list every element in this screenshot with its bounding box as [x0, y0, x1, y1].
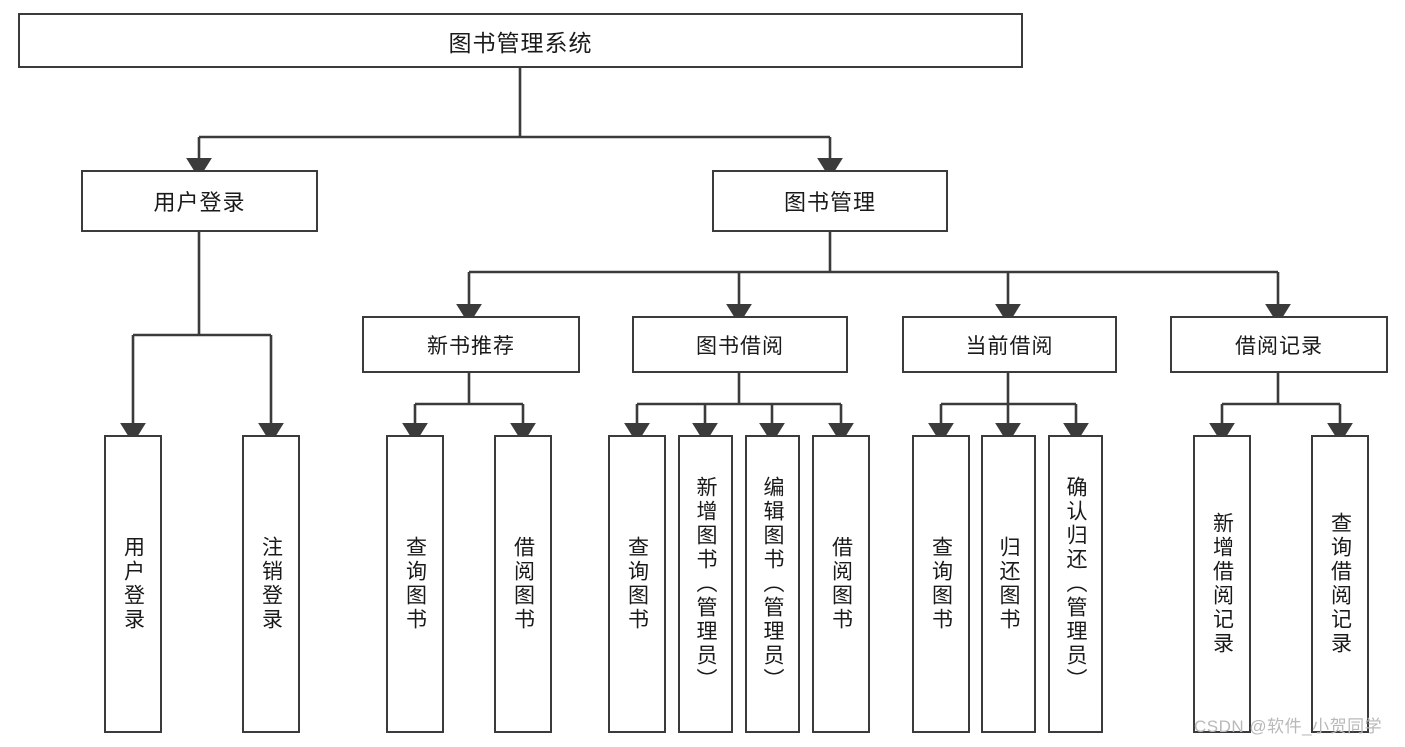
node-leaf-borrow-book-1[interactable]: 借阅图书: [494, 435, 552, 733]
node-leaf-return-book[interactable]: 归还图书: [981, 435, 1036, 733]
node-new-book-recommend[interactable]: 新书推荐: [362, 316, 580, 373]
node-leaf-query-book-3-label: 查询图书: [929, 536, 953, 632]
node-leaf-user-login[interactable]: 用户登录: [104, 435, 162, 733]
node-current-borrow-label: 当前借阅: [965, 334, 1054, 358]
node-book-manage-label: 图书管理: [783, 190, 876, 215]
node-leaf-user-login-label: 用户登录: [121, 536, 145, 632]
node-current-borrow[interactable]: 当前借阅: [902, 316, 1117, 373]
node-leaf-edit-book[interactable]: 编辑图书（管理员）: [745, 435, 800, 733]
node-leaf-user-logout[interactable]: 注销登录: [242, 435, 300, 733]
node-leaf-return-book-label: 归还图书: [997, 536, 1020, 632]
node-leaf-borrow-book-2-label: 借阅图书: [829, 536, 853, 632]
node-book-borrow-label: 图书借阅: [696, 334, 784, 358]
node-book-borrow[interactable]: 图书借阅: [632, 316, 848, 373]
node-leaf-query-book-3[interactable]: 查询图书: [912, 435, 970, 733]
node-user-login-label: 用户登录: [153, 190, 246, 215]
node-leaf-query-book-2-label: 查询图书: [625, 536, 649, 632]
node-new-book-recommend-label: 新书推荐: [427, 334, 515, 358]
node-leaf-add-book-label: 新增图书（管理员）: [694, 476, 717, 692]
node-leaf-borrow-book-1-label: 借阅图书: [511, 536, 535, 632]
node-leaf-add-book[interactable]: 新增图书（管理员）: [678, 435, 733, 733]
node-leaf-user-logout-label: 注销登录: [259, 536, 283, 632]
node-borrow-record-label: 借阅记录: [1235, 334, 1323, 358]
node-root[interactable]: 图书管理系统: [18, 13, 1023, 68]
node-root-label: 图书管理系统: [448, 29, 593, 56]
node-leaf-add-record[interactable]: 新增借阅记录: [1193, 435, 1251, 733]
node-leaf-confirm-return[interactable]: 确认归还（管理员）: [1048, 435, 1103, 733]
watermark-text: CSDN @软件_小贺同学: [1194, 717, 1383, 736]
node-borrow-record[interactable]: 借阅记录: [1170, 316, 1388, 373]
node-leaf-confirm-return-label: 确认归还（管理员）: [1064, 476, 1087, 692]
node-leaf-borrow-book-2[interactable]: 借阅图书: [812, 435, 870, 733]
node-book-manage[interactable]: 图书管理: [712, 170, 948, 232]
node-leaf-query-record-label: 查询借阅记录: [1328, 512, 1352, 656]
node-leaf-edit-book-label: 编辑图书（管理员）: [761, 476, 784, 692]
node-leaf-query-book-1-label: 查询图书: [403, 536, 427, 632]
node-leaf-query-record[interactable]: 查询借阅记录: [1311, 435, 1369, 733]
node-user-login[interactable]: 用户登录: [81, 170, 318, 232]
node-leaf-query-book-2[interactable]: 查询图书: [608, 435, 666, 733]
node-leaf-query-book-1[interactable]: 查询图书: [386, 435, 444, 733]
node-leaf-add-record-label: 新增借阅记录: [1210, 512, 1234, 656]
